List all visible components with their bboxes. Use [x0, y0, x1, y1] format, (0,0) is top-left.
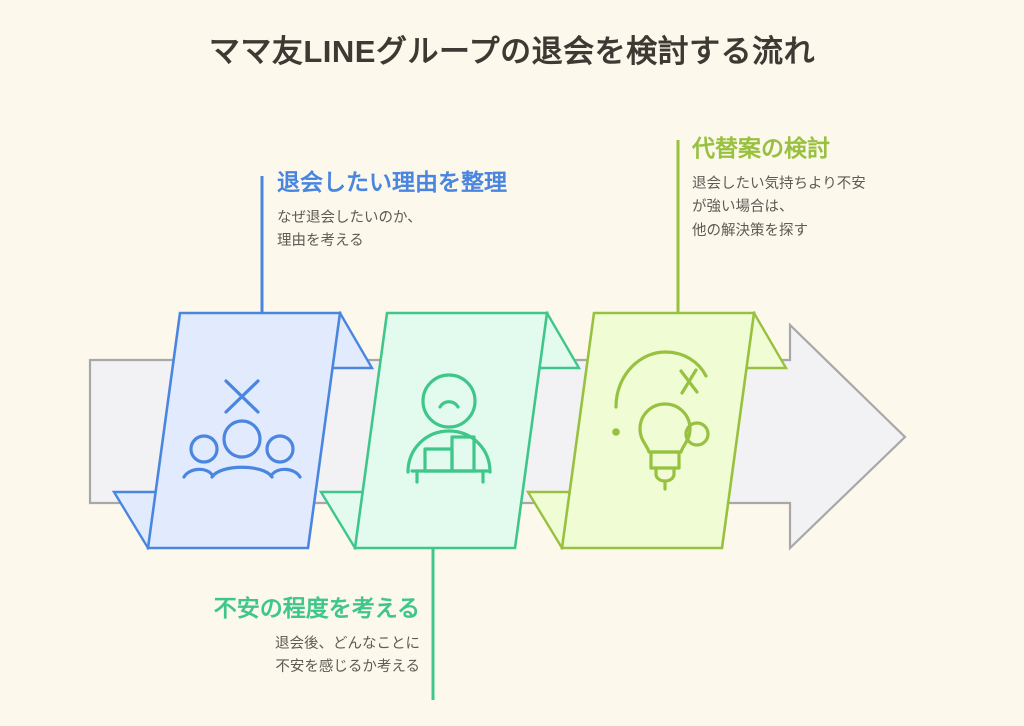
flow-step-3[interactable]: [525, 310, 789, 551]
flow-step-1[interactable]: [111, 310, 375, 551]
lightbulb-idea-icon: [612, 350, 710, 491]
step-1-card[interactable]: [146, 311, 342, 550]
page-title: ママ友LINEグループの退会を検討する流れ: [208, 34, 816, 69]
callout-step-1: 退会したい理由を整理 なぜ退会したいのか、 理由を考える: [277, 168, 577, 254]
callout-step-1-title: 退会したい理由を整理: [277, 169, 507, 195]
callout-step-3: 代替案の検討 退会したい気持ちより不安 が強い場合は、 他の解決策を探す: [692, 134, 992, 243]
flow-step-2[interactable]: [318, 310, 582, 551]
callout-step-2-title: 不安の程度を考える: [213, 595, 420, 621]
people-group-x-icon: [182, 379, 302, 479]
connector-lines: [260, 140, 680, 700]
worried-person-chart-icon: [406, 373, 492, 484]
step-3-card[interactable]: [560, 311, 756, 550]
callout-step-2: 不安の程度を考える 退会後、どんなことに 不安を感じるか考える: [140, 594, 420, 680]
callout-step-1-body: なぜ退会したいのか、 理由を考える: [277, 209, 422, 250]
callout-step-3-title: 代替案の検討: [692, 135, 830, 161]
callout-step-2-body: 退会後、どんなことに 不安を感じるか考える: [275, 635, 420, 676]
callout-step-3-body: 退会したい気持ちより不安 が強い場合は、 他の解決策を探す: [692, 175, 866, 239]
